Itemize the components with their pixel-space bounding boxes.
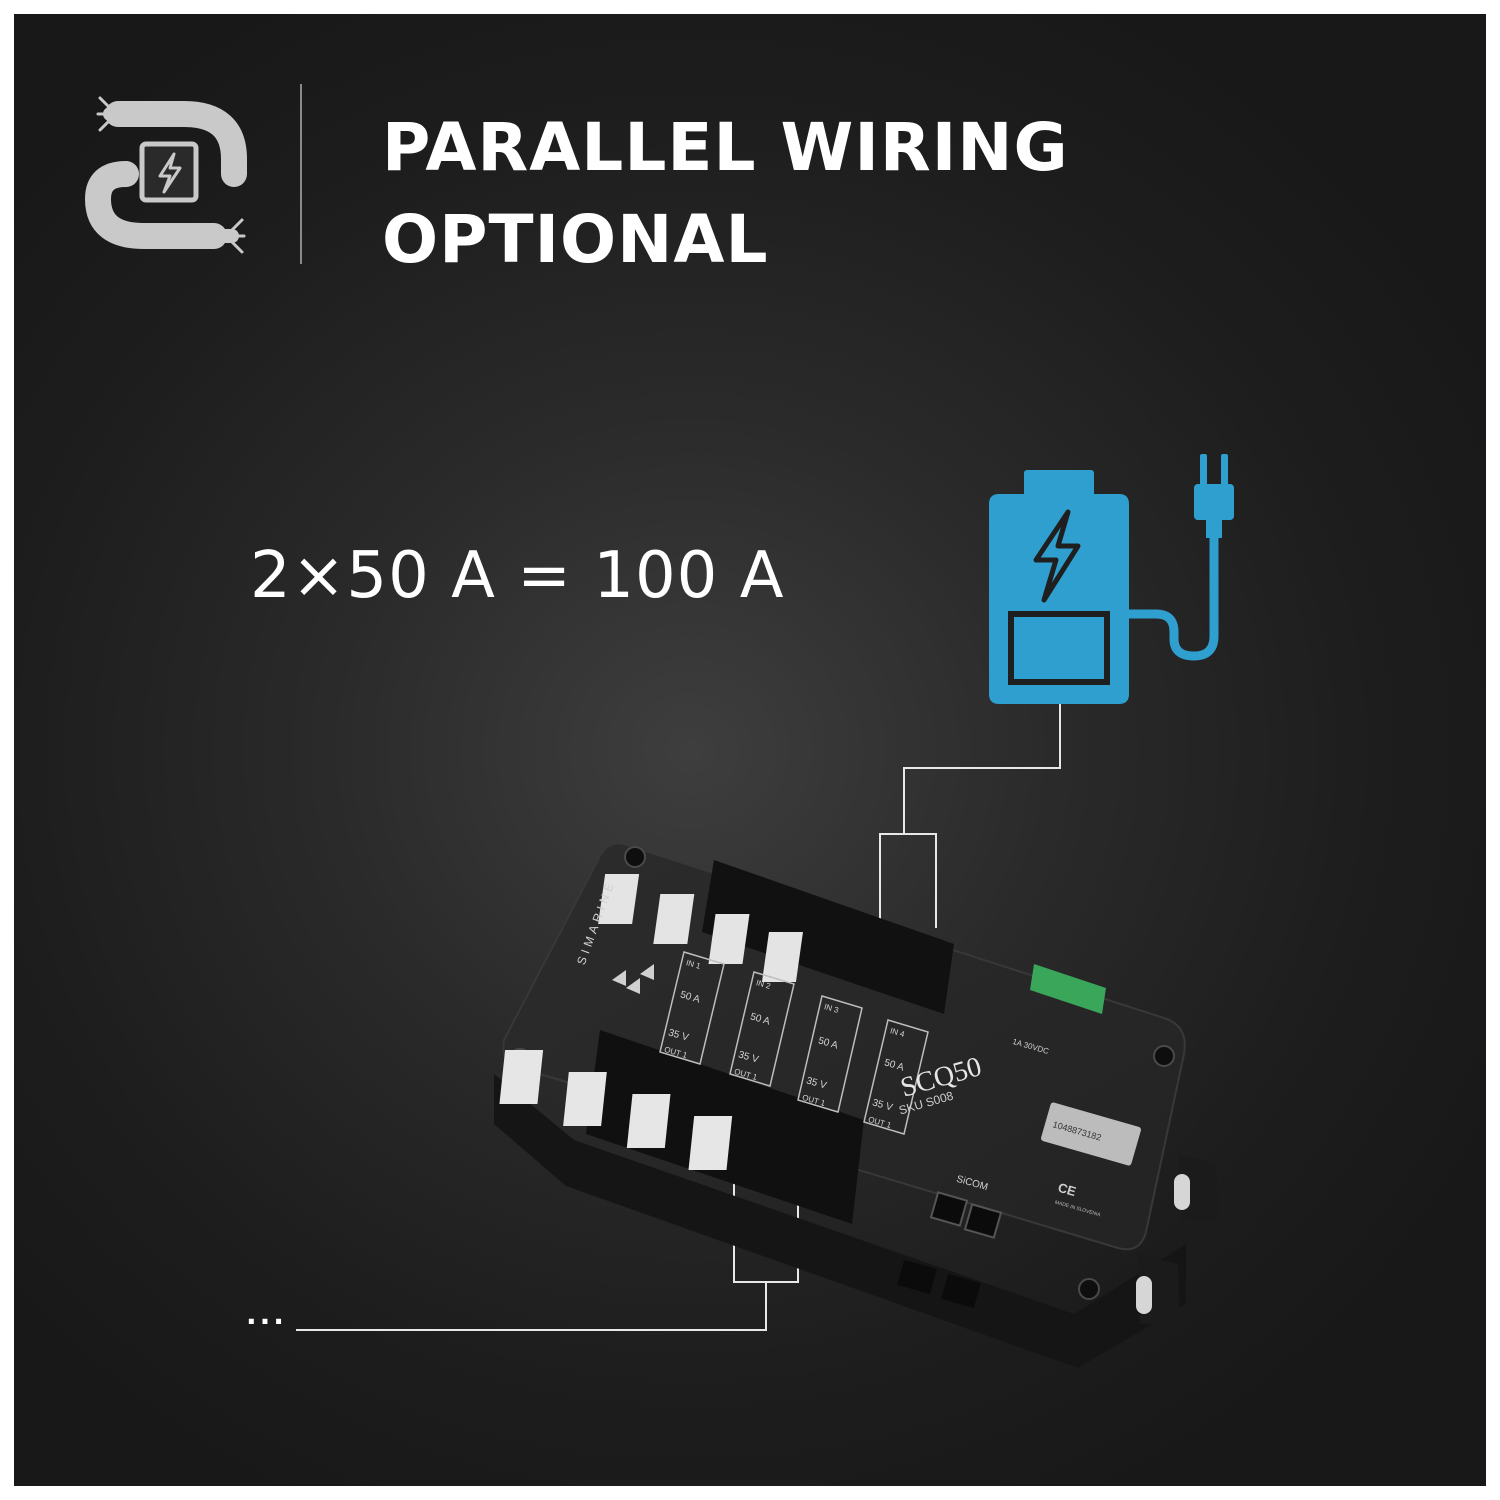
header-divider [300, 84, 302, 264]
title-line-2: OPTIONAL [382, 201, 769, 278]
banner-canvas: PARALLEL WIRING OPTIONAL 2×50 A = 100 A … [14, 14, 1486, 1486]
page-title: PARALLEL WIRING OPTIONAL [382, 102, 1069, 286]
continuation-ellipsis: ... [246, 1298, 287, 1331]
scq50-device [494, 842, 1220, 1368]
title-line-1: PARALLEL WIRING [382, 109, 1069, 186]
battery-charger-icon [296, 454, 1234, 1331]
parallel-wiring-icon [85, 96, 247, 254]
current-formula: 2×50 A = 100 A [250, 539, 785, 613]
